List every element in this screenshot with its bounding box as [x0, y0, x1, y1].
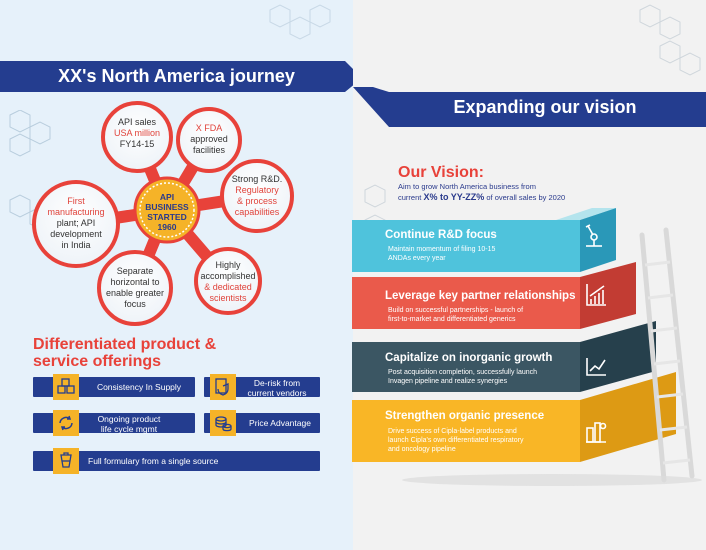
strip-title-inorganic: Capitalize on inorganic growth [385, 352, 553, 364]
offerings-section-title: Differentiated product & service offerin… [33, 336, 217, 370]
strip-desc-inorganic: Post acquisition completion, successfull… [388, 369, 538, 385]
pharma-icon [586, 422, 607, 443]
strip-desc-rnd: Maintain momentum of filing 10-15 ANDAs … [388, 246, 496, 262]
strip-title-partners: Leverage key partner relationships [385, 290, 576, 302]
strip-desc-partners: Build on successful partnerships - launc… [388, 307, 524, 323]
microscope-icon [585, 224, 602, 247]
center-line2: BUSINESS [145, 202, 189, 212]
api-business-center: API BUSINESS STARTED 1960 [139, 192, 195, 232]
center-line1: API [159, 192, 175, 202]
petal-first-plant: First manufacturing plant; API developme… [47, 196, 105, 250]
right-banner-shape [353, 87, 706, 127]
line-graph-icon [586, 358, 606, 376]
bar-chart-icon [586, 284, 606, 306]
journey-flower-diagram [32, 101, 294, 326]
consistency-label: Consistency In Supply [96, 382, 182, 392]
left-banner-shape [0, 61, 362, 92]
petal-separate-horizontal: Separate horizontal to enable greater fo… [105, 266, 165, 309]
hexagon-decoration-left-top [269, 4, 331, 40]
petal-api-sales: API sales USA million FY14-15 [113, 117, 160, 149]
center-line3: STARTED [147, 212, 187, 222]
strip-desc-organic: Drive success of Cipla-label products an… [388, 428, 524, 453]
vision-target-range: X% to YY-ZZ% [423, 192, 485, 202]
petal-rnd-capabilities: Strong R&D. Regulatory & process capabil… [231, 174, 283, 217]
derisk-label: De-risk from current vendors [247, 378, 307, 398]
vision-title: Our Vision: [398, 164, 484, 181]
strip-title-rnd: Continue R&D focus [385, 229, 497, 241]
shield-document-icon [210, 374, 236, 400]
strips-3d-block [352, 208, 702, 486]
lifecycle-label: Ongoing product life cycle mgmt [97, 414, 161, 434]
left-banner-title: XX's North America journey [58, 66, 295, 86]
hexagon-decoration-right [639, 4, 701, 76]
vision-description: Aim to grow North America business from … [398, 182, 566, 202]
recycle-icon [53, 410, 79, 436]
strip-title-organic: Strengthen organic presence [385, 410, 545, 422]
formulary-flask-icon [53, 448, 79, 474]
center-year: 1960 [157, 222, 177, 232]
formulary-label: Full formulary from a single source [88, 456, 219, 466]
right-banner-title: Expanding our vision [453, 97, 637, 117]
hexagon-decoration-left [9, 110, 51, 230]
coins-icon [210, 410, 236, 436]
petal-fda-facilities: X FDA approved facilities [190, 123, 228, 155]
price-label: Price Advantage [249, 418, 311, 428]
offering-bar-row3 [33, 451, 320, 471]
petal-scientists: Highly accomplished & dedicated scientis… [200, 260, 256, 303]
boxes-icon [53, 374, 79, 400]
